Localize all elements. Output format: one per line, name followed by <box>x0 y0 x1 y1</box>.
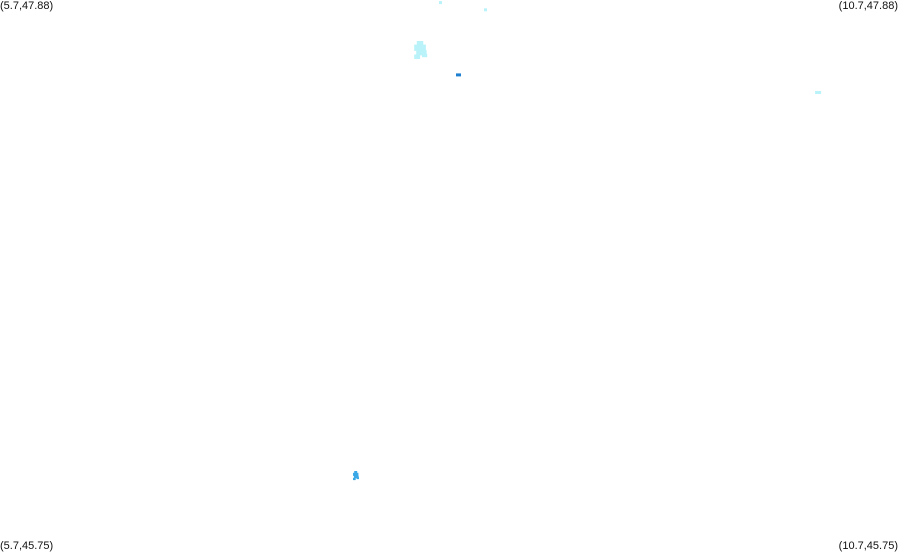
corner-coordinate-bottom-right: (10.7,45.75) <box>838 540 898 552</box>
map-feature-patch <box>414 41 428 59</box>
map-feature-dot <box>484 8 487 12</box>
map-feature-dot <box>815 91 822 94</box>
corner-coordinate-top-left: (5.7,47.88) <box>0 0 54 12</box>
map-feature-dot <box>439 1 442 5</box>
corner-coordinate-bottom-left: (5.7,45.75) <box>0 540 54 552</box>
corner-coordinate-top-right: (10.7,47.88) <box>838 0 898 12</box>
map-feature-patch <box>353 471 359 481</box>
map-feature-dot <box>456 73 461 77</box>
